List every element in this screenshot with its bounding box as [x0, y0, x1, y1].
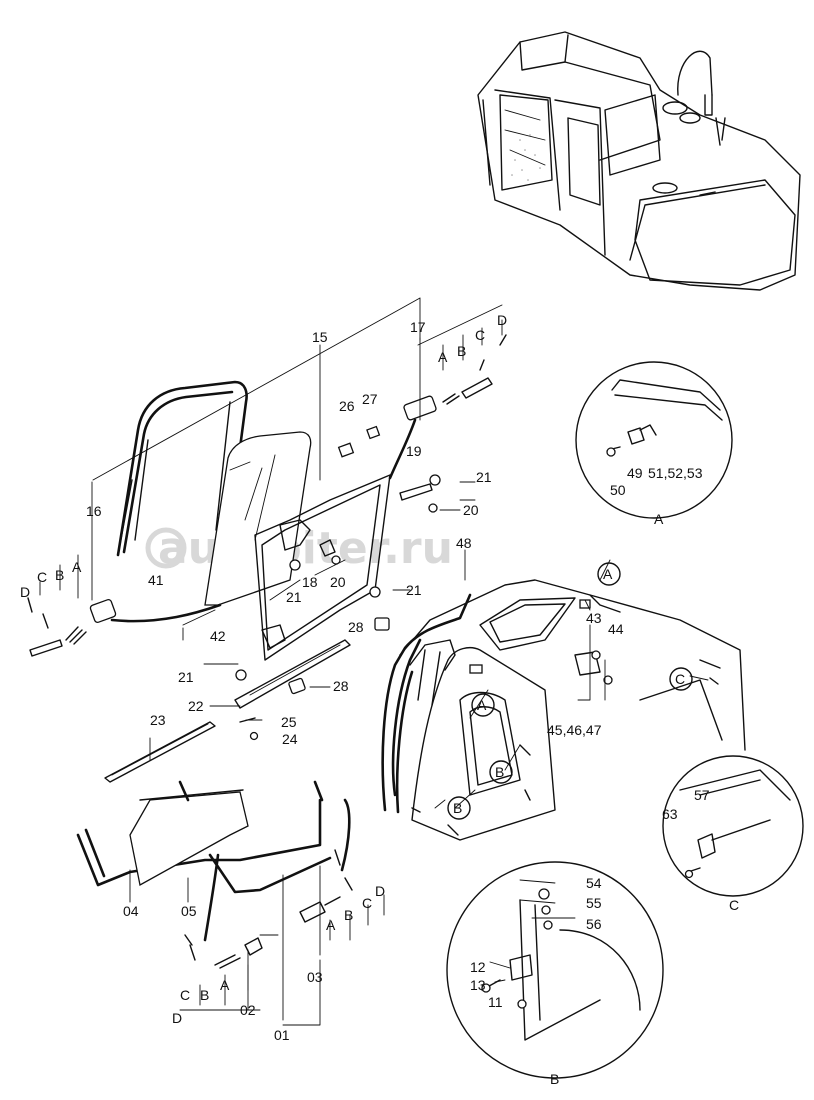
leader-lines	[39, 297, 709, 1026]
callout-c-label: C	[675, 671, 685, 687]
label-21-b: 21	[286, 589, 302, 605]
label-45-46-47: 45,46,47	[547, 722, 602, 738]
label-21-c: 21	[406, 582, 422, 598]
cab-frame	[381, 579, 746, 841]
callout-c	[669, 667, 693, 691]
callout-a-top-label: A	[603, 566, 613, 582]
label-b-16: B	[55, 567, 64, 583]
part-labels: 15 17 16 26 27 19 21 20 18 21 20 21 28 4…	[86, 319, 710, 1043]
label-a-03: A	[326, 917, 336, 933]
label-02: 02	[240, 1002, 256, 1018]
label-55: 55	[586, 895, 602, 911]
callout-b-mid-label: B	[495, 764, 504, 780]
detail-c	[662, 755, 804, 897]
label-17: 17	[410, 319, 426, 335]
label-b-17: B	[457, 343, 466, 359]
label-04: 04	[123, 903, 139, 919]
callout-a-top	[597, 562, 621, 586]
label-23: 23	[150, 712, 166, 728]
label-25: 25	[281, 714, 297, 730]
label-22: 22	[188, 698, 204, 714]
label-27: 27	[362, 391, 378, 407]
label-12: 12	[470, 959, 486, 975]
callout-markers: A A B B C	[447, 562, 693, 820]
detail-a-name: A	[654, 511, 664, 527]
label-49: 49	[627, 465, 643, 481]
label-b-03: B	[344, 907, 353, 923]
callout-b-low	[447, 796, 471, 820]
label-b-02: B	[200, 987, 209, 1003]
watermark: autopiter.ru	[145, 523, 453, 574]
label-19: 19	[406, 443, 422, 459]
letter-labels: D C B A A B C D D C B A A B C D A B C	[20, 312, 739, 1087]
label-d-17: D	[497, 312, 507, 328]
callout-a-left-label: A	[477, 697, 487, 713]
callout-b-low-label: B	[453, 800, 462, 816]
label-05: 05	[181, 903, 197, 919]
label-c-03: C	[362, 895, 372, 911]
label-11: 11	[488, 994, 503, 1010]
callout-b-mid	[489, 760, 513, 784]
label-48: 48	[456, 535, 472, 551]
label-42: 42	[210, 628, 226, 644]
label-18: 18	[302, 574, 318, 590]
label-c-16: C	[37, 569, 47, 585]
label-c-02: C	[180, 987, 190, 1003]
label-20-a: 20	[463, 502, 479, 518]
label-50: 50	[610, 482, 626, 498]
detail-a	[575, 361, 733, 519]
label-63: 63	[662, 806, 678, 822]
label-a-02: A	[220, 977, 230, 993]
label-54: 54	[586, 875, 602, 891]
label-a-17: A	[438, 349, 448, 365]
label-56: 56	[586, 916, 602, 932]
label-d-16: D	[20, 584, 30, 600]
label-44: 44	[608, 621, 624, 637]
callout-a-left	[471, 693, 495, 717]
watermark-text: autopiter.ru	[158, 523, 453, 574]
label-03: 03	[307, 969, 323, 985]
excavator-overview	[477, 31, 801, 291]
label-13: 13	[470, 977, 486, 993]
label-01: 01	[274, 1027, 290, 1043]
label-26: 26	[339, 398, 355, 414]
label-16: 16	[86, 503, 102, 519]
detail-b-name: B	[550, 1071, 559, 1087]
label-21-a: 21	[476, 469, 492, 485]
label-24: 24	[282, 731, 298, 747]
label-28-a: 28	[348, 619, 364, 635]
label-21-d: 21	[178, 669, 194, 685]
detail-c-name: C	[729, 897, 739, 913]
label-d-03: D	[375, 883, 385, 899]
label-15: 15	[312, 329, 328, 345]
lower-window-assembly	[76, 780, 353, 969]
detail-b	[446, 861, 664, 1079]
label-20-b: 20	[330, 574, 346, 590]
label-d-02: D	[172, 1010, 182, 1026]
label-57: 57	[694, 787, 710, 803]
label-43: 43	[586, 610, 602, 626]
label-c-17: C	[475, 327, 485, 343]
label-a-16: A	[72, 559, 82, 575]
label-28-b: 28	[333, 678, 349, 694]
label-51-52-53: 51,52,53	[648, 465, 703, 481]
label-41: 41	[148, 572, 164, 588]
